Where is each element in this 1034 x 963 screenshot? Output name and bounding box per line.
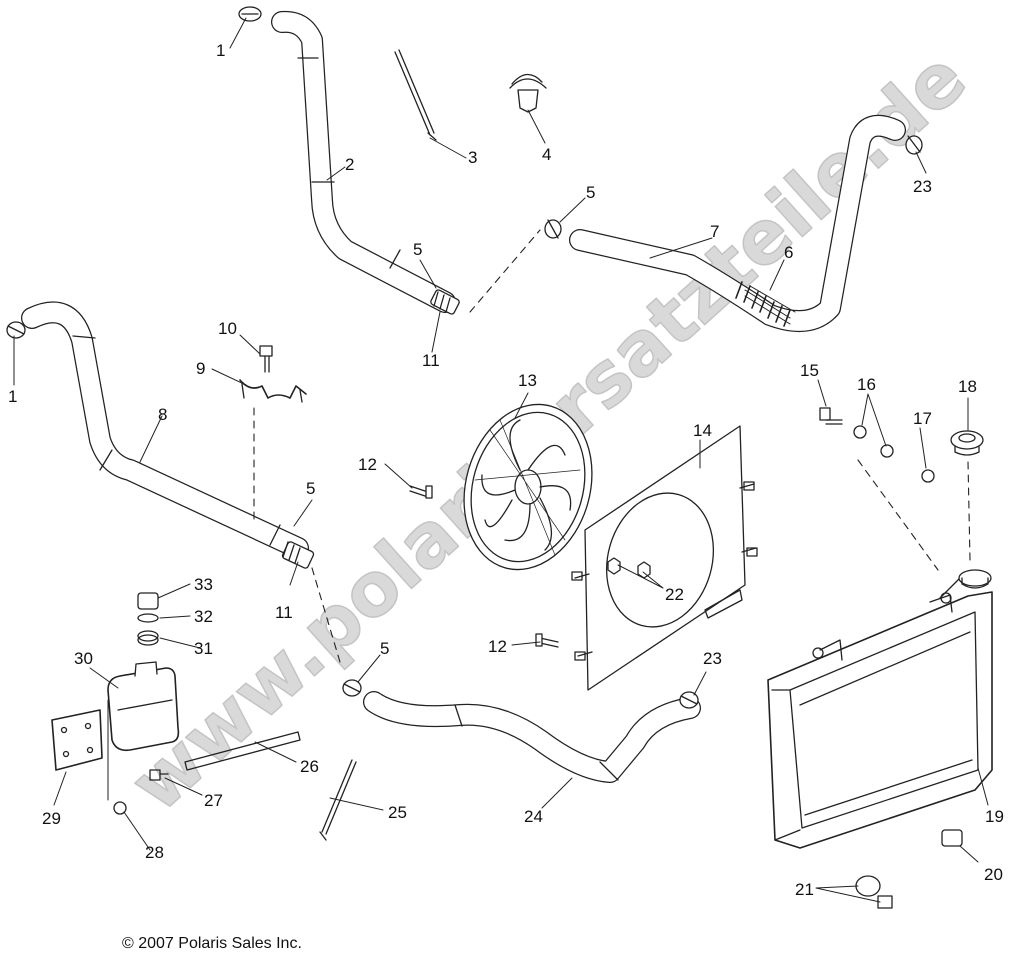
- bolt-part-15: [819, 407, 843, 425]
- callout-16: 16: [857, 375, 876, 394]
- callout-12a: 12: [358, 455, 377, 474]
- callout-28-29: 29: [42, 809, 61, 828]
- callout-21: 21: [795, 880, 814, 899]
- callout-3: 3: [468, 148, 477, 167]
- callout-33: 33: [194, 575, 213, 594]
- callout-12b: 12: [488, 637, 507, 656]
- reservoir-part-30: [107, 661, 180, 752]
- hose-part-24: [363, 691, 701, 783]
- cap-part-19: [958, 569, 992, 589]
- callout-5d: 5: [380, 639, 389, 658]
- clamp-part-1: [6, 321, 26, 339]
- callout-8: 8: [158, 405, 167, 424]
- seal-part-32: [137, 613, 159, 623]
- callout-5a: 5: [413, 240, 422, 259]
- hose-part-26: [184, 731, 301, 771]
- callout-28: 28: [145, 843, 164, 862]
- callout-22: 22: [665, 585, 684, 604]
- callout-1b: 1: [8, 387, 17, 406]
- clamp-part-23: [905, 135, 923, 155]
- callout-1: 1: [216, 41, 225, 60]
- callout-26: 26: [300, 757, 319, 776]
- clamp-part-5: [544, 219, 562, 239]
- callout-15: 15: [800, 361, 819, 380]
- bolt-part-28: [113, 801, 127, 815]
- callout-20: 20: [984, 865, 1003, 884]
- callout-labels: 1 1 2 3 4 5 5 5 5 5 6 7 8 9 10 11 11 12 …: [8, 41, 1004, 899]
- nut-part-22: [607, 557, 651, 579]
- callout-5c: 5: [306, 479, 315, 498]
- nut-part-16: [853, 425, 894, 458]
- fitting-part-27: [149, 769, 169, 781]
- hose-part-7: [569, 114, 906, 333]
- callout-27: 27: [204, 791, 223, 810]
- cap-part-33: [137, 592, 159, 610]
- callout-17: 17: [913, 409, 932, 428]
- callout-23a: 23: [913, 177, 932, 196]
- hose-part-8: [21, 301, 309, 559]
- clamp-part-1: [238, 6, 262, 22]
- clip-part-4: [509, 73, 547, 113]
- clamp-part-5: [342, 679, 362, 697]
- seal-part-31: [137, 630, 159, 646]
- callout-4: 4: [542, 145, 551, 164]
- fan-part-13: [463, 403, 593, 571]
- callout-31: 31: [194, 639, 213, 658]
- callout-18: 18: [958, 377, 977, 396]
- bolt-part-12: [409, 485, 433, 499]
- callout-2: 2: [345, 155, 354, 174]
- shroud-part-14: [571, 425, 758, 691]
- callout-10: 10: [218, 319, 237, 338]
- clamp-part-23: [679, 691, 699, 709]
- callout-24: 24: [524, 807, 543, 826]
- nut-part-17: [921, 469, 935, 483]
- radiator-part-19: [767, 577, 993, 849]
- callout-5b: 5: [586, 183, 595, 202]
- bracket-part-9: [239, 379, 307, 403]
- plug-part-20: [941, 829, 963, 847]
- bolt-part-12: [535, 633, 559, 648]
- callout-6: 6: [784, 243, 793, 262]
- callout-7: 7: [710, 222, 719, 241]
- cap-part-18: [950, 430, 984, 456]
- callout-13: 13: [518, 371, 537, 390]
- copyright-text: © 2007 Polaris Sales Inc.: [122, 935, 302, 952]
- strap-part-3: [394, 49, 437, 141]
- bolt-part-10: [259, 345, 273, 373]
- callout-14: 14: [693, 421, 712, 440]
- callout-32: 32: [194, 607, 213, 626]
- callout-30: 30: [74, 649, 93, 668]
- assembly-lines: [253, 229, 971, 663]
- plug-part-21: [855, 875, 893, 909]
- callout-23b: 23: [703, 649, 722, 668]
- callout-11b: 11: [275, 603, 293, 622]
- fitting-part-11: [430, 289, 460, 315]
- strap-part-25: [319, 759, 357, 841]
- callout-19: 19: [985, 807, 1004, 826]
- callout-25: 25: [388, 803, 407, 822]
- hose-part-2: [271, 10, 456, 313]
- bracket-part-29: [51, 709, 103, 771]
- fitting-part-11: [281, 541, 315, 569]
- leader-lines: [13, 17, 989, 903]
- callout-9: 9: [196, 359, 205, 378]
- callout-11a: 11: [422, 351, 440, 370]
